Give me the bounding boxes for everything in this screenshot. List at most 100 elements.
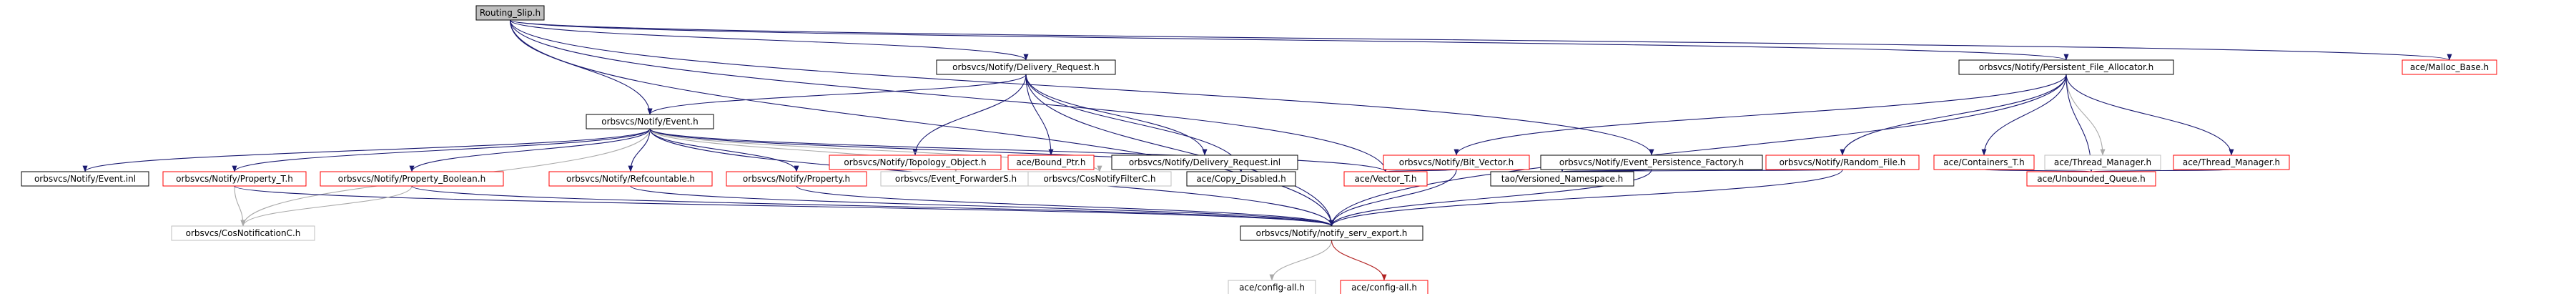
node-box <box>936 59 1116 75</box>
edge-routing_slip-to-event_persistence_factory <box>509 19 1654 156</box>
node-box <box>1343 171 1428 187</box>
node-persistent-file-allocator[interactable]: orbsvcs/Notify/Persistent_File_Allocator… <box>1958 59 2174 75</box>
node-label: ace/Vector_T.h <box>1355 174 1417 184</box>
node-box <box>586 114 714 129</box>
edge-property_t-to-notify_serv_export <box>234 185 1334 227</box>
node-label: orbsvcs/Notify/Event.h <box>601 117 698 127</box>
node-malloc-base[interactable]: ace/Malloc_Base.h <box>2402 59 2497 75</box>
edge-persistent_file_allocator-to-notify_serv_export <box>1329 74 2067 227</box>
node-delivery-request-inl[interactable]: orbsvcs/Notify/Delivery_Request.inl <box>1111 155 1298 170</box>
node-unbounded-queue[interactable]: ace/Unbounded_Queue.h <box>2026 171 2156 187</box>
node-label: orbsvcs/Notify/Topology_Object.h <box>844 157 986 167</box>
node-box <box>2402 59 2497 75</box>
node-property-boolean[interactable]: orbsvcs/Notify/Property_Boolean.h <box>320 171 504 187</box>
edge-delivery_request-to-event <box>647 74 1027 115</box>
edge-routing_slip-to-persistent_file_allocator <box>509 19 2068 61</box>
node-event-forwarder-s[interactable]: orbsvcs/Event_ForwarderS.h <box>880 171 1032 187</box>
node-thread-manager-grey[interactable]: ace/Thread_Manager.h <box>2044 155 2161 170</box>
edge-routing_slip-to-delivery_request <box>509 19 1029 61</box>
node-label: tao/Versioned_Namespace.h <box>1501 174 1624 184</box>
node-label: orbsvcs/Notify/Event_Persistence_Factory… <box>1559 157 1744 167</box>
node-box <box>1186 171 1296 187</box>
node-label: ace/config-all.h <box>1351 283 1417 293</box>
node-box <box>475 5 545 21</box>
node-config-all-red[interactable]: ace/config-all.h <box>1340 280 1428 294</box>
node-random-file[interactable]: orbsvcs/Notify/Random_File.h <box>1765 155 1920 170</box>
node-box <box>548 171 713 187</box>
node-box <box>1933 155 2035 170</box>
node-label: ace/Copy_Disabled.h <box>1196 174 1285 184</box>
node-label: orbsvcs/CosNotifyFilterC.h <box>1043 174 1155 184</box>
node-routing-slip[interactable]: Routing_Slip.h <box>475 5 545 21</box>
node-label: orbsvcs/CosNotificationC.h <box>186 228 301 238</box>
node-box <box>1765 155 1920 170</box>
node-box <box>1958 59 2174 75</box>
edge-delivery_request-to-bound_ptr <box>1025 74 1054 156</box>
node-label: ace/Unbounded_Queue.h <box>2037 174 2145 184</box>
node-label: orbsvcs/Notify/Persistent_File_Allocator… <box>1979 62 2154 72</box>
node-box <box>1490 171 1634 187</box>
node-thread-manager-red[interactable]: ace/Thread_Manager.h <box>2173 155 2290 170</box>
edge-notify_serv_export-to-config_all_grey <box>1269 240 1333 281</box>
node-box <box>1383 155 1530 170</box>
node-label: orbsvcs/Notify/notify_serv_export.h <box>1256 228 1408 238</box>
edge-event-to-property_boolean <box>409 128 651 172</box>
node-cos-notification-c[interactable]: orbsvcs/CosNotificationC.h <box>171 225 315 241</box>
node-box <box>1007 155 1095 170</box>
node-bound-ptr[interactable]: ace/Bound_Ptr.h <box>1007 155 1095 170</box>
node-label: ace/Containers_T.h <box>1943 157 2025 167</box>
edge-persistent_file_allocator-to-thread_manager_red <box>2066 74 2234 156</box>
node-bit-vector[interactable]: orbsvcs/Notify/Bit_Vector.h <box>1383 155 1530 170</box>
node-box <box>1540 155 1763 170</box>
edge-property_t-to-cos_notification_c <box>234 185 246 227</box>
edge-notify_serv_export-to-config_all_red <box>1331 240 1387 281</box>
node-box <box>2173 155 2290 170</box>
node-copy-disabled[interactable]: ace/Copy_Disabled.h <box>1186 171 1296 187</box>
edge-delivery_request-to-copy_disabled <box>1025 74 1244 172</box>
edge-persistent_file_allocator-to-thread_manager_grey <box>2066 74 2106 156</box>
edge-event-to-refcountable <box>628 128 651 172</box>
edge-routing_slip-to-vector_t <box>509 19 1388 172</box>
node-label: ace/Thread_Manager.h <box>2054 157 2151 167</box>
node-label: orbsvcs/Notify/Event.inl <box>34 174 136 184</box>
edge-persistent_file_allocator-to-containers_t <box>1981 74 2067 156</box>
edge-routing_slip-to-event <box>509 19 653 115</box>
node-box <box>1111 155 1298 170</box>
node-event[interactable]: orbsvcs/Notify/Event.h <box>586 114 714 129</box>
node-notify-serv-export[interactable]: orbsvcs/Notify/notify_serv_export.h <box>1240 225 1423 241</box>
edge-property-to-notify_serv_export <box>796 185 1334 227</box>
node-box <box>1340 280 1428 294</box>
edge-event-to-event_inl <box>82 128 651 172</box>
node-box <box>726 171 867 187</box>
node-label: orbsvcs/Notify/Refcountable.h <box>566 174 695 184</box>
edge-event-to-property <box>649 128 799 172</box>
edge-property_boolean-to-notify_serv_export <box>411 185 1334 227</box>
node-property-t[interactable]: orbsvcs/Notify/Property_T.h <box>162 171 307 187</box>
node-vector-t[interactable]: ace/Vector_T.h <box>1343 171 1428 187</box>
node-event-persistence-factory[interactable]: orbsvcs/Notify/Event_Persistence_Factory… <box>1540 155 1763 170</box>
node-label: orbsvcs/Notify/Random_File.h <box>1780 157 1906 167</box>
edge-delivery_request-to-delivery_request_inl <box>1025 74 1208 156</box>
node-box <box>1027 171 1172 187</box>
node-box <box>171 225 315 241</box>
node-label: orbsvcs/Notify/Bit_Vector.h <box>1399 157 1514 167</box>
node-versioned-namespace[interactable]: tao/Versioned_Namespace.h <box>1490 171 1634 187</box>
edge-event_persistence_factory-to-notify_serv_export <box>1329 169 1652 227</box>
node-label: Routing_Slip.h <box>480 8 541 18</box>
node-topology-object[interactable]: orbsvcs/Notify/Topology_Object.h <box>829 155 1002 170</box>
node-containers-t[interactable]: ace/Containers_T.h <box>1933 155 2035 170</box>
edge-persistent_file_allocator-to-random_file <box>1840 74 2067 156</box>
edge-event-to-vector_t <box>649 128 1388 172</box>
nodes-layer: Routing_Slip.h orbsvcs/Notify/Delivery_Re… <box>21 5 2497 294</box>
node-delivery-request[interactable]: orbsvcs/Notify/Delivery_Request.h <box>936 59 1116 75</box>
edge-delivery_request-to-topology_object <box>912 74 1027 156</box>
node-box <box>1228 280 1316 294</box>
node-box <box>162 171 307 187</box>
node-config-all-grey[interactable]: ace/config-all.h <box>1228 280 1316 294</box>
node-property[interactable]: orbsvcs/Notify/Property.h <box>726 171 867 187</box>
node-refcountable[interactable]: orbsvcs/Notify/Refcountable.h <box>548 171 713 187</box>
node-event-inl[interactable]: orbsvcs/Notify/Event.inl <box>21 171 149 187</box>
node-label: ace/config-all.h <box>1239 283 1305 293</box>
node-cos-notify-filter-c[interactable]: orbsvcs/CosNotifyFilterC.h <box>1027 171 1172 187</box>
